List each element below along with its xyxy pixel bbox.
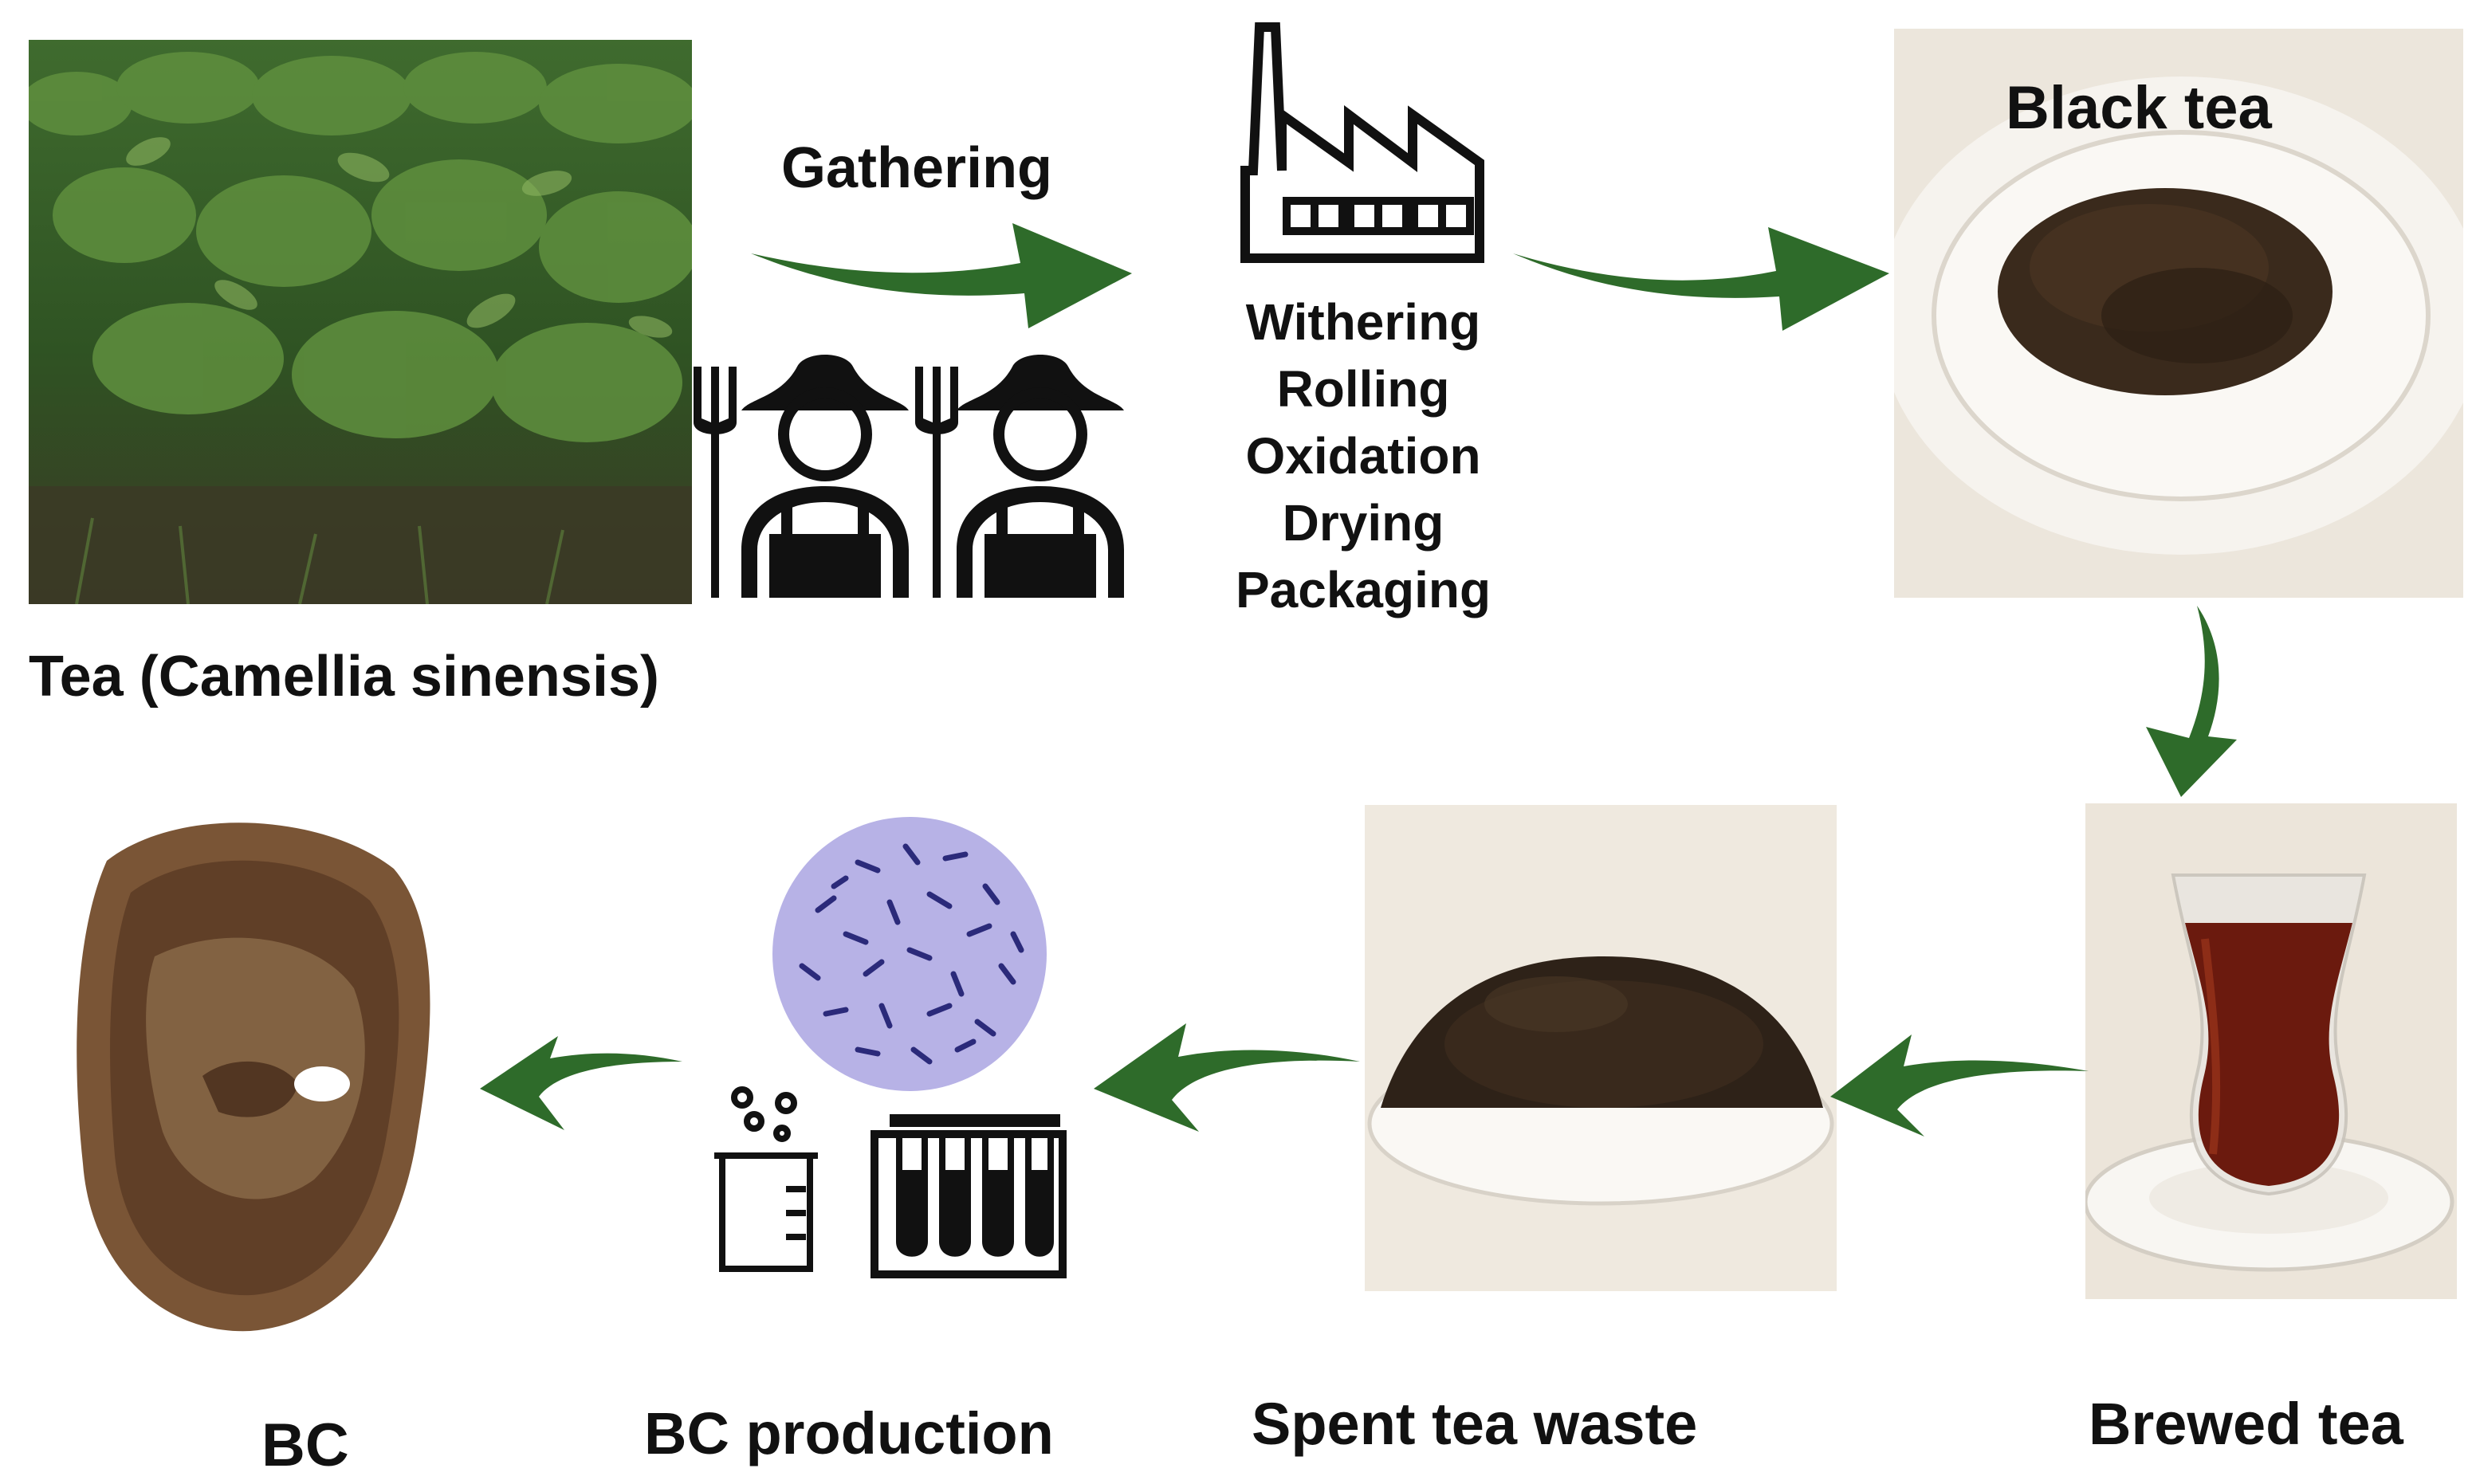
gathering-label: Gathering: [781, 136, 1053, 200]
arrow-to-brewed-tea: [2146, 606, 2237, 797]
arrow-to-spent-tea: [1830, 1034, 2089, 1137]
bc-production-label: BC production: [644, 1400, 1054, 1466]
arrow-to-black-tea: [1513, 227, 1889, 331]
brewed-tea-label: Brewed tea: [2089, 1391, 2403, 1457]
spent-tea-waste-photo: [1365, 805, 1837, 1291]
arrow-gathering: [751, 223, 1132, 328]
tea-plant-label: Tea (Camellia sinensis): [29, 645, 659, 709]
bc-label: BC: [261, 1411, 349, 1479]
spent-tea-waste-label: Spent tea waste: [1252, 1391, 1698, 1457]
processing-step: Packaging: [1235, 561, 1491, 618]
bc-photo: [59, 797, 456, 1355]
processing-step: Drying: [1282, 494, 1444, 552]
brewed-tea-photo: [2085, 803, 2457, 1299]
arrow-to-bc: [480, 1036, 682, 1130]
test-tubes-icon: [871, 1114, 1067, 1278]
processing-step: Oxidation: [1245, 427, 1481, 485]
factory-icon: [1237, 19, 1488, 266]
beaker-icon: [706, 1086, 826, 1277]
processing-step: Withering: [1245, 293, 1481, 351]
processing-steps: Withering Rolling Oxidation Drying Packa…: [1196, 289, 1531, 623]
tea-plant-photo: [29, 40, 692, 604]
processing-step: Rolling: [1276, 360, 1450, 418]
black-tea-label: Black tea: [2006, 74, 2272, 142]
black-tea-photo: [1894, 29, 2463, 598]
arrow-to-bc-production: [1094, 1023, 1360, 1132]
farmers-icon: [694, 335, 1140, 598]
bacteria-icon: [770, 815, 1049, 1093]
